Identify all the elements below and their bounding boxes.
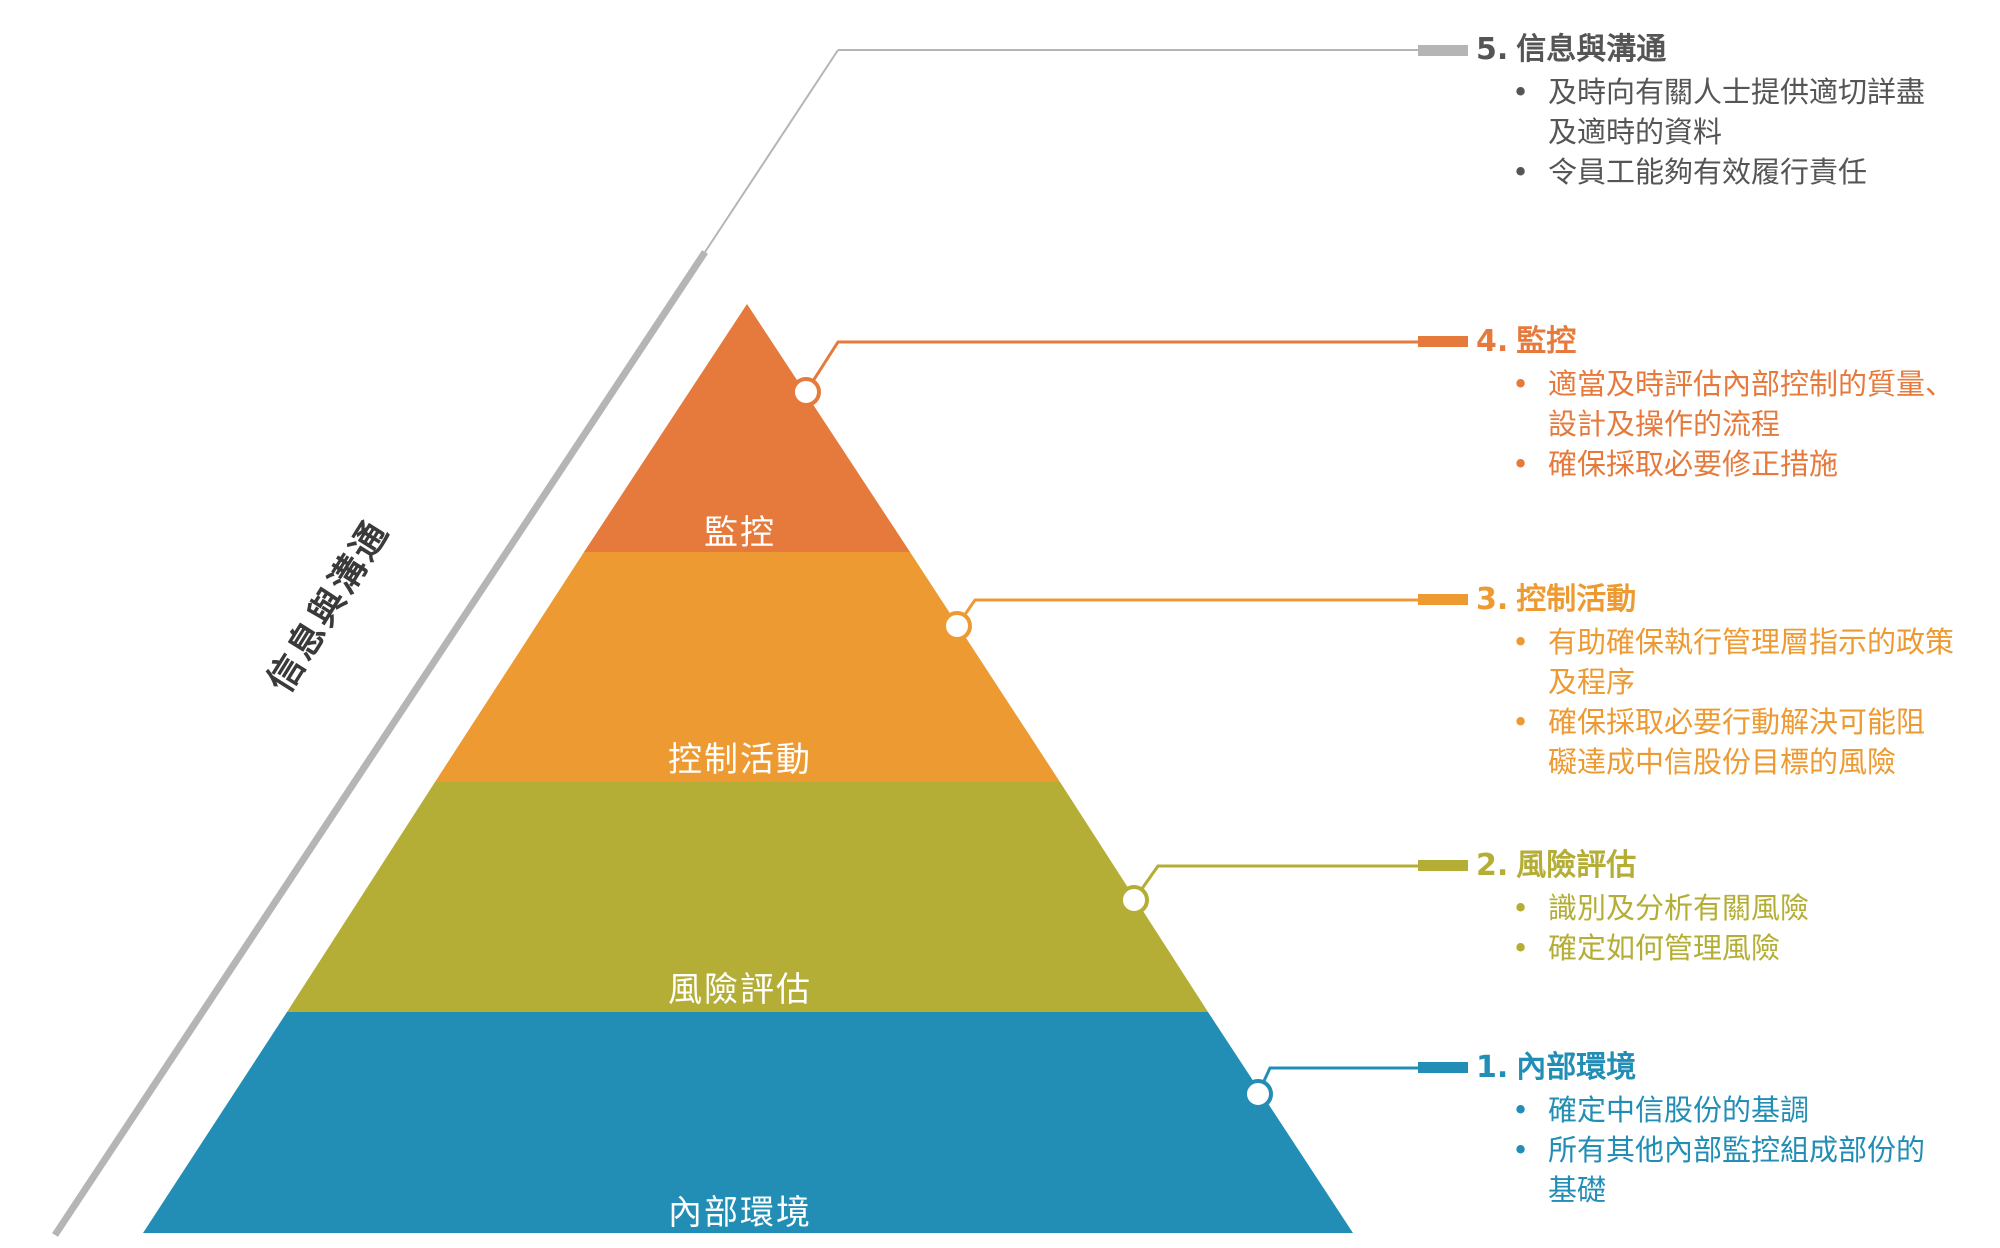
panel-number: 4. <box>1476 324 1509 359</box>
panel-title: 風險評估 <box>1516 848 1637 883</box>
bullet-list: • 確定中信股份的基調 • 所有其他內部監控組成部份的基礎 <box>1476 1090 1996 1210</box>
node-monitoring <box>791 377 821 407</box>
bullet-item: • 及時向有關人士提供適切詳盡及適時的資料 <box>1476 72 1996 152</box>
bullet-list: • 適當及時評估內部控制的質量、設計及操作的流程 • 確保採取必要修正措施 <box>1476 364 1996 484</box>
panel-heading: 5.信息與溝通 <box>1476 30 1996 70</box>
bullet-text: 確定中信股份的基調 <box>1548 1093 1810 1127</box>
tier-monitoring <box>584 304 910 552</box>
panel-environment: 1.內部環境 • 確定中信股份的基調 • 所有其他內部監控組成部份的基礎 <box>1476 1048 1996 1210</box>
bullet-dot-icon: • <box>1512 1133 1530 1167</box>
panel-number: 1. <box>1476 1050 1509 1085</box>
bullet-item: • 識別及分析有關風險 <box>1476 888 1996 928</box>
bullet-dot-icon: • <box>1512 155 1530 189</box>
bullet-dot-icon: • <box>1512 891 1530 925</box>
panel-number: 2. <box>1476 848 1509 883</box>
bullet-dot-icon: • <box>1512 625 1530 659</box>
panel-heading: 1.內部環境 <box>1476 1048 1996 1088</box>
panel-heading: 3.控制活動 <box>1476 580 1996 620</box>
node-control <box>942 611 972 641</box>
connector-risk <box>1132 864 1418 901</box>
panel-heading: 4.監控 <box>1476 322 1996 362</box>
panel-risk: 2.風險評估 • 識別及分析有關風險 • 確定如何管理風險 <box>1476 846 1996 968</box>
marker-monitoring <box>1418 336 1468 347</box>
bullet-text: 確保採取必要行動解決可能阻 <box>1548 705 1926 739</box>
connector-control <box>955 598 1418 627</box>
node-environment <box>1243 1079 1273 1109</box>
panel-heading: 2.風險評估 <box>1476 846 1996 886</box>
bullet-item: • 令員工能夠有效履行責任 <box>1476 152 1996 192</box>
tier-control <box>435 552 1060 782</box>
bullet-dot-icon: • <box>1512 447 1530 481</box>
panel-communication: 5.信息與溝通 • 及時向有關人士提供適切詳盡及適時的資料 • 令員工能夠有效履行責任 <box>1476 30 1996 192</box>
connector-environment <box>1256 1066 1418 1095</box>
node-risk <box>1119 885 1149 915</box>
bullet-text: 礙達成中信股份目標的風險 <box>1548 745 1897 779</box>
tier-environment <box>143 1012 1353 1233</box>
panel-title: 內部環境 <box>1516 1050 1637 1085</box>
bullet-dot-icon: • <box>1512 705 1530 739</box>
panel-title: 監控 <box>1516 324 1577 359</box>
communication-thin-line <box>704 49 839 253</box>
panel-monitoring: 4.監控 • 適當及時評估內部控制的質量、設計及操作的流程 • 確保採取必要修正措施 <box>1476 322 1996 484</box>
tier-label-environment: 內部環境 <box>668 1193 812 1233</box>
bullet-text: 令員工能夠有效履行責任 <box>1548 155 1868 189</box>
bullet-item: • 確保採取必要行動解決可能阻礙達成中信股份目標的風險 <box>1476 702 1996 782</box>
bullet-item: • 適當及時評估內部控制的質量、設計及操作的流程 <box>1476 364 1996 444</box>
bullet-text: 確保採取必要修正措施 <box>1548 447 1839 481</box>
panel-number: 3. <box>1476 582 1509 617</box>
bullet-dot-icon: • <box>1512 367 1530 401</box>
connector-monitoring <box>804 340 1418 393</box>
bullet-item: • 所有其他內部監控組成部份的基礎 <box>1476 1130 1996 1210</box>
marker-environment <box>1418 1062 1468 1073</box>
bullet-text: 設計及操作的流程 <box>1548 407 1781 441</box>
bullet-item: • 確保採取必要修正措施 <box>1476 444 1996 484</box>
bullet-list: • 有助確保執行管理層指示的政策及程序 • 確保採取必要行動解決可能阻礙達成中信股份目… <box>1476 622 1996 782</box>
bullet-text: 及適時的資料 <box>1548 115 1723 149</box>
tier-label-monitoring: 監控 <box>704 513 776 553</box>
tier-label-control: 控制活動 <box>668 740 812 780</box>
bullet-text: 基礎 <box>1548 1173 1607 1207</box>
panel-title: 信息與溝通 <box>1516 32 1667 67</box>
bullet-item: • 確定中信股份的基調 <box>1476 1090 1996 1130</box>
bullet-list: • 及時向有關人士提供適切詳盡及適時的資料 • 令員工能夠有效履行責任 <box>1476 72 1996 192</box>
communication-bar <box>52 250 708 1237</box>
panel-control: 3.控制活動 • 有助確保執行管理層指示的政策及程序 • 確保採取必要行動解決可能阻礙達… <box>1476 580 1996 782</box>
bullet-text: 識別及分析有關風險 <box>1548 891 1810 925</box>
bullet-item: • 有助確保執行管理層指示的政策及程序 <box>1476 622 1996 702</box>
marker-risk <box>1418 860 1468 871</box>
bullet-item: • 確定如何管理風險 <box>1476 928 1996 968</box>
marker-control <box>1418 594 1468 605</box>
bullet-dot-icon: • <box>1512 1093 1530 1127</box>
bullet-text: 確定如何管理風險 <box>1548 931 1781 965</box>
tier-risk <box>287 782 1208 1012</box>
panel-number: 5. <box>1476 32 1509 67</box>
bullet-dot-icon: • <box>1512 75 1530 109</box>
bullet-text: 適當及時評估內部控制的質量、 <box>1548 367 1955 401</box>
bullet-list: • 識別及分析有關風險 • 確定如何管理風險 <box>1476 888 1996 968</box>
tier-label-risk: 風險評估 <box>668 970 812 1010</box>
bullet-text: 及程序 <box>1548 665 1636 699</box>
panel-title: 控制活動 <box>1516 582 1637 617</box>
bullet-text: 有助確保執行管理層指示的政策 <box>1548 625 1955 659</box>
marker-communication <box>1418 45 1468 56</box>
bullet-text: 及時向有關人士提供適切詳盡 <box>1548 75 1926 109</box>
bullet-dot-icon: • <box>1512 931 1530 965</box>
bullet-text: 所有其他內部監控組成部份的 <box>1548 1133 1926 1167</box>
